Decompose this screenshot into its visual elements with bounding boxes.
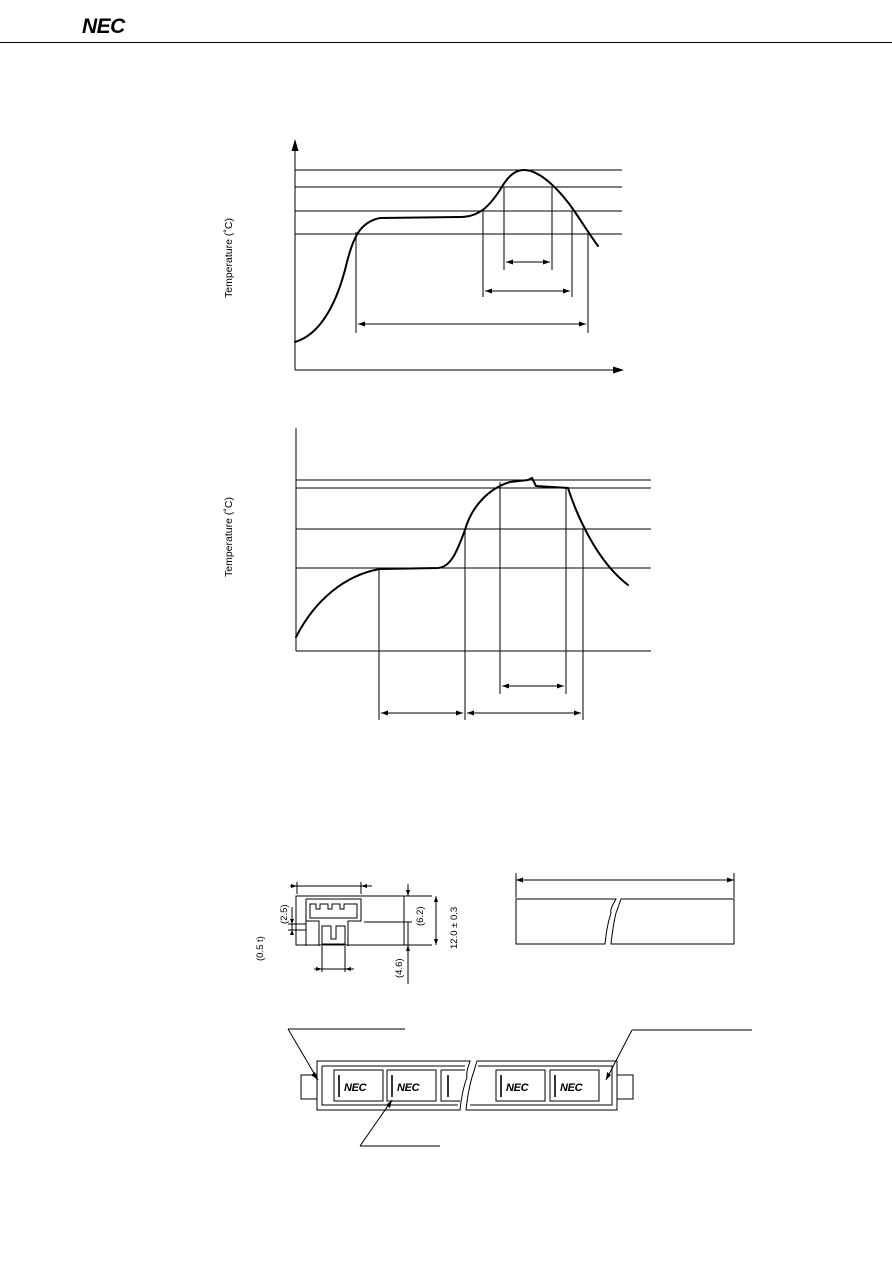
top-dim-arrow-inner [506, 259, 550, 265]
chip-5-logo: NEC [560, 1082, 584, 1094]
top-temperature-curve [294, 168, 599, 343]
top-y-axis-label: Temperature (˚C) [223, 218, 235, 298]
header: NEC [0, 15, 892, 43]
chip-3-partial [440, 1069, 465, 1102]
bottom-temperature-profile-chart: Temperature (˚C) [223, 428, 651, 720]
top-dim-arrow-outer [358, 321, 586, 327]
top-x-axis-arrow [613, 366, 624, 374]
magazine-side-left [515, 898, 617, 945]
right-end-stopper [616, 1074, 634, 1100]
chip-2: NEC [386, 1069, 437, 1102]
magazine-lead-cavity [321, 925, 346, 945]
dim-2-5: (2.5) [279, 904, 290, 924]
bottom-temperature-curve [295, 476, 629, 638]
bottom-y-axis-label: Temperature (˚C) [223, 497, 235, 577]
leader-line-bottom-diag [359, 1099, 393, 1147]
top-temperature-profile-chart: Temperature (˚C) [223, 139, 624, 374]
tube-left-segment [316, 1060, 471, 1111]
dim-0-5t: (0.5 t) [255, 936, 266, 961]
top-y-axis-arrow [291, 139, 299, 151]
chip-4: NEC [495, 1069, 546, 1102]
dim-4-6: (4.6) [394, 958, 405, 978]
magazine-inner-profile [305, 898, 362, 946]
magazine-outer [295, 895, 405, 946]
dim-6-2: (6.2) [415, 906, 426, 926]
tube-right-inner [470, 1065, 613, 1106]
dim-12-0: 12.0 ± 0.3 [449, 907, 460, 949]
bottom-dim-arrow-right [467, 710, 581, 716]
bottom-dim-arrow-top [502, 683, 564, 689]
left-end-stopper [300, 1074, 318, 1100]
leader-line-right-diag [605, 1029, 633, 1081]
tube-left-inner [321, 1065, 465, 1106]
chip-2-logo: NEC [397, 1082, 421, 1094]
magazine-cross-section: (2.5) (0.5 t) (6.2) (4.6) 12.0 ± 0.3 [255, 882, 460, 984]
chip-1-logo: NEC [344, 1082, 368, 1094]
chip-4-logo: NEC [506, 1082, 530, 1094]
magazine-side-right [610, 898, 735, 945]
magazine-side-view [515, 873, 735, 945]
leader-line-left-diag [287, 1028, 319, 1081]
magazine-with-chips: NEC NEC NEC NEC [287, 1028, 752, 1147]
tube-right-segment [465, 1060, 618, 1111]
nec-logo: NEC [82, 15, 126, 38]
chip-5: NEC [549, 1069, 600, 1102]
top-dim-arrow-middle [485, 288, 570, 294]
bottom-dim-arrow-left [381, 710, 463, 716]
chip-1: NEC [333, 1069, 384, 1102]
magazine-chip-body [309, 903, 358, 919]
